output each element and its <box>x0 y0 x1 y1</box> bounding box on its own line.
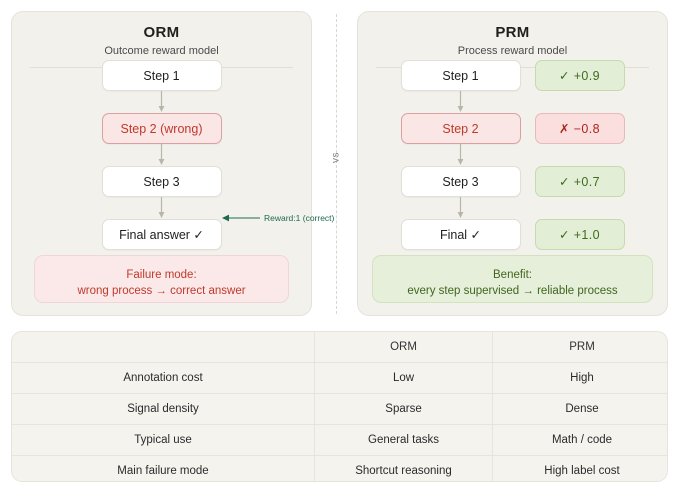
orm-arrow-2 <box>11 144 312 166</box>
table-header-orm: ORM <box>314 332 493 363</box>
table-cell-label: Annotation cost <box>12 362 315 394</box>
arrow-left-icon <box>222 214 260 222</box>
table-cell-prm: Dense <box>565 403 599 415</box>
prm-panel-title: PRM <box>495 24 530 41</box>
arrow-down-icon <box>457 91 464 112</box>
table-cell-label: Typical use <box>12 424 315 456</box>
table-head: ORM PRM <box>12 332 667 363</box>
orm-step-row-1: Step 1 <box>11 60 312 91</box>
prm-flow: Step 1 ✓ +0.9 Step 2 ✗ −0.8 Step 3 ✓ +0.… <box>357 60 668 250</box>
orm-step-2: Step 2 (wrong) <box>101 113 222 144</box>
table-cell-orm: Shortcut reasoning <box>314 455 493 481</box>
table-cell-prm: High label cost <box>544 465 620 477</box>
table-row: Typical use General tasks Math / code <box>12 424 667 456</box>
arrow-down-icon <box>158 144 165 165</box>
prm-step-3: Step 3 <box>400 166 521 197</box>
prm-panel-subtitle: Process reward model <box>457 45 568 57</box>
table-header-label <box>12 332 315 363</box>
orm-final-answer: Final answer ✓ <box>101 219 222 250</box>
table-cell-label: Signal density <box>12 393 315 425</box>
prm-reward-1: ✓ +0.9 <box>534 60 625 91</box>
prm-final: Final ✓ <box>400 219 521 250</box>
prm-reward-4: ✓ +1.0 <box>534 219 625 250</box>
table-row: Signal density Sparse Dense <box>12 393 667 425</box>
prm-benefit-callout: Benefit: every step supervised → reliabl… <box>372 255 653 303</box>
table-header-row: ORM PRM <box>12 332 667 363</box>
table-cell-prm: High <box>570 372 594 384</box>
prm-step-1: Step 1 <box>400 60 521 91</box>
orm-arrow-3 <box>11 197 312 219</box>
table-header-prm: PRM <box>569 341 595 353</box>
comparison-table: ORM PRM Annotation cost Low High Signal … <box>12 332 667 481</box>
orm-failure-callout-title: Failure mode: <box>126 269 197 281</box>
prm-arrow-3 <box>357 197 668 219</box>
table-body: Annotation cost Low High Signal density … <box>12 362 667 481</box>
arrow-down-icon <box>158 197 165 218</box>
orm-step-row-4: Final answer ✓ <box>11 219 312 250</box>
table-cell-orm: Sparse <box>314 393 493 425</box>
prm-step-row-3: Step 3 ✓ +0.7 <box>357 166 668 197</box>
orm-reward-annotation: Reward:1 (correct) <box>222 213 334 223</box>
prm-step-row-4: Final ✓ ✓ +1.0 <box>357 219 668 250</box>
table-cell-label: Main failure mode <box>12 455 315 481</box>
orm-reward-annotation-label: Reward:1 (correct) <box>264 213 335 223</box>
orm-panel-subtitle: Outcome reward model <box>104 45 219 57</box>
orm-failure-callout-body: wrong process → correct answer <box>77 285 246 297</box>
orm-panel-title: ORM <box>143 24 180 41</box>
vs-label: vs <box>330 152 342 163</box>
orm-step-row-2: Step 2 (wrong) <box>11 113 312 144</box>
orm-step-1: Step 1 <box>101 60 222 91</box>
prm-step-row-2: Step 2 ✗ −0.8 <box>357 113 668 144</box>
prm-benefit-callout-body: every step supervised → reliable process <box>407 285 618 297</box>
orm-flow: Step 1 Step 2 (wrong) Step 3 <box>11 60 312 250</box>
orm-failure-callout: Failure mode: wrong process → correct an… <box>34 255 289 303</box>
arrow-down-icon <box>457 144 464 165</box>
prm-reward-3: ✓ +0.7 <box>534 166 625 197</box>
arrow-down-icon <box>158 91 165 112</box>
table-cell-prm: Math / code <box>551 434 613 446</box>
prm-benefit-callout-title: Benefit: <box>493 269 532 281</box>
table-row: Annotation cost Low High <box>12 362 667 394</box>
table-cell-orm: General tasks <box>314 424 493 456</box>
prm-step-2: Step 2 <box>400 113 521 144</box>
prm-reward-2: ✗ −0.8 <box>534 113 625 144</box>
table-cell-orm: Low <box>314 362 493 394</box>
orm-step-3: Step 3 <box>101 166 222 197</box>
orm-step-row-3: Step 3 <box>11 166 312 197</box>
prm-step-row-1: Step 1 ✓ +0.9 <box>357 60 668 91</box>
orm-arrow-1 <box>11 91 312 113</box>
table-row: Main failure mode Shortcut reasoning Hig… <box>12 455 667 481</box>
panel-divider <box>336 14 337 314</box>
arrow-down-icon <box>457 197 464 218</box>
prm-arrow-1 <box>357 91 668 113</box>
comparison-table-card: ORM PRM Annotation cost Low High Signal … <box>11 331 668 482</box>
prm-arrow-2 <box>357 144 668 166</box>
